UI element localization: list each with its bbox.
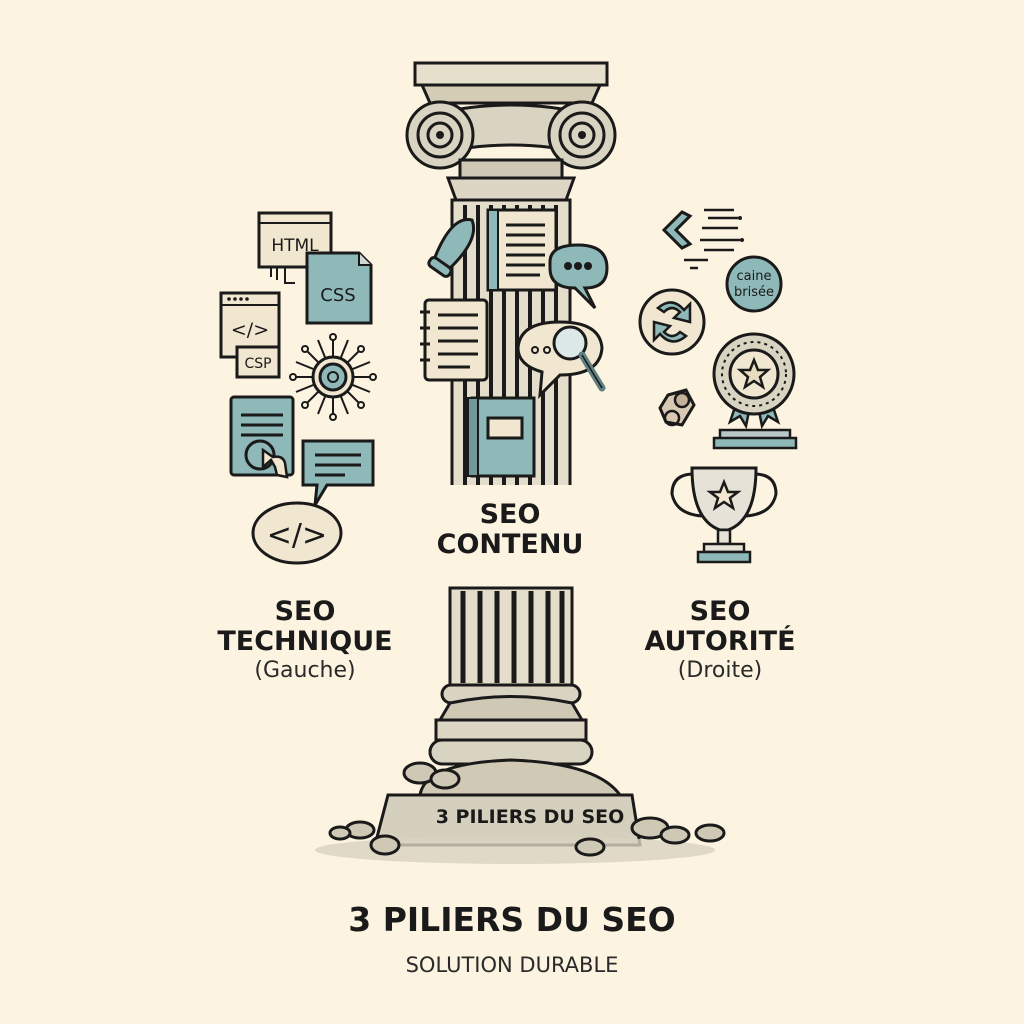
network-target-icon [289, 333, 377, 421]
css-file-icon: CSS [305, 251, 373, 325]
csp-badge-icon: CSP [235, 345, 281, 379]
search-bubble-icon [516, 320, 606, 399]
backlink-arrows-icon [661, 208, 744, 270]
footer-subtitle: SOLUTION DURABLE [405, 953, 619, 977]
center-title-line1: SEO [479, 499, 541, 530]
refresh-cycle-icon [638, 288, 706, 356]
award-medal-icon [712, 332, 798, 450]
left-title-line2: TECHNIQUE [217, 626, 393, 658]
right-pillar-label: SEO AUTORITÉ (Droite) [610, 596, 830, 684]
center-title-line2: CONTENU [436, 529, 584, 561]
content-icons [410, 200, 620, 480]
left-position: (Gauche) [254, 658, 356, 684]
document-touch-icon [229, 395, 295, 479]
svg-text:</>: </> [231, 319, 269, 341]
svg-text:HTML: HTML [271, 236, 319, 256]
chain-link-icon [658, 388, 696, 427]
quill-icon [427, 218, 475, 278]
chat-bubble-icon [548, 243, 609, 310]
svg-text:</>: </> [267, 518, 327, 553]
center-pillar-label: SEO CONTENU [410, 499, 610, 561]
speech-bubble-icon [301, 439, 375, 506]
footer-title: 3 PILIERS DU SEO [348, 900, 676, 939]
left-pillar-label: SEO TECHNIQUE (Gauche) [195, 596, 415, 684]
code-bubble-icon: </> [251, 501, 343, 565]
technical-icons: HTML CSS </> CSP [215, 205, 390, 575]
left-title-line1: SEO [274, 596, 336, 627]
svg-text:caine: caine [737, 269, 772, 284]
svg-text:CSS: CSS [320, 285, 355, 306]
footer: 3 PILIERS DU SEO SOLUTION DURABLE [0, 900, 1024, 977]
book-icon [467, 396, 536, 478]
base-inscription: 3 PILIERS DU SEO [435, 806, 625, 828]
svg-text:brisée: brisée [734, 285, 774, 300]
right-title-line2: AUTORITÉ [644, 626, 796, 658]
svg-text:CSP: CSP [244, 356, 271, 372]
authority-icons: caine brisée [638, 200, 813, 580]
notepad-icon [420, 298, 489, 382]
broken-chain-badge-icon: caine brisée [725, 255, 783, 313]
notebook-icon [486, 208, 558, 292]
trophy-icon [670, 466, 778, 564]
right-position: (Droite) [677, 658, 763, 684]
right-title-line1: SEO [689, 596, 751, 627]
